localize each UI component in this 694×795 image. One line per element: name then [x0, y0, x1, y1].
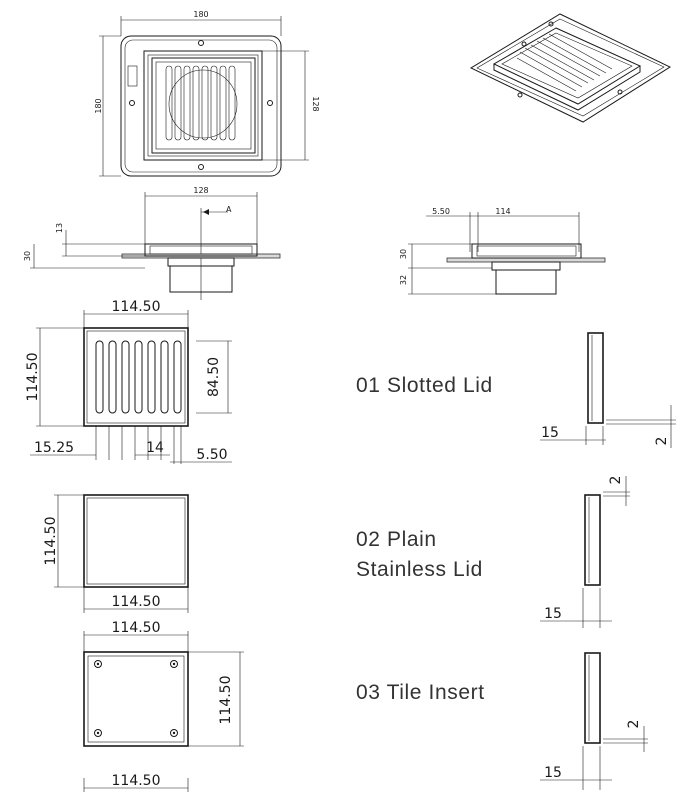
section-right-flange-dim: 5.50: [432, 207, 450, 216]
slotted-lid-margin-dim: 15.25: [34, 440, 74, 456]
top-plan-inner-dim: 128: [311, 96, 320, 111]
plain-lid-label-line1: 02 Plain: [356, 528, 437, 551]
section-left-height-dim-a: 13: [55, 223, 64, 233]
tile-insert-profile-width-dim: 15: [544, 765, 562, 781]
section-right-width-dim: 114: [495, 207, 510, 216]
slotted-lid-slots: [95, 340, 182, 414]
section-right-height-dim-b: 32: [399, 275, 408, 285]
top-plan-width-dim: 180: [193, 10, 208, 19]
slotted-lid-slot-height-dim: 84.50: [206, 357, 222, 397]
plain-lid-label-line2: Stainless Lid: [356, 558, 483, 581]
section-left-view: 128 A 13 30: [23, 186, 281, 300]
slotted-lid-profile-gap-dim: 2: [654, 437, 670, 446]
slotted-lid-slot-pitch-dim: 14: [146, 440, 164, 456]
section-left-width-dim: 128: [193, 186, 208, 195]
isometric-view: [469, 13, 672, 123]
tile-insert-profile: 15 2: [540, 652, 648, 790]
slotted-lid-plan: 114.50 114.50 84.50 15.25 14 5.50: [25, 299, 232, 464]
tile-insert-label: 03 Tile Insert: [356, 681, 485, 704]
top-plan-slots: [165, 65, 238, 141]
slotted-lid-profile: 15 2: [540, 332, 676, 448]
top-plan-view: 180 180 128: [94, 10, 320, 177]
plain-lid-height-dim: 114.50: [43, 517, 59, 566]
slotted-lid-profile-width-dim: 15: [541, 425, 559, 441]
section-right-height-dim-a: 30: [399, 249, 408, 259]
tile-insert-plan: 114.50 114.50 114.50: [83, 620, 244, 792]
slotted-lid-height-dim: 114.50: [25, 353, 41, 402]
plain-lid-width-dim: 114.50: [112, 594, 161, 610]
isometric-slots: [516, 33, 613, 92]
tile-insert-width-dim-bottom: 114.50: [112, 773, 161, 789]
slotted-lid-edge-dim: 5.50: [196, 447, 227, 463]
slotted-lid-width-dim: 114.50: [112, 299, 161, 315]
tile-insert-fixing-holes: [94, 660, 178, 737]
top-plan-height-dim: 180: [94, 98, 103, 113]
section-left-mark: A: [226, 205, 232, 214]
tile-insert-profile-gap-dim: 2: [626, 720, 642, 729]
tile-insert-width-dim-top: 114.50: [112, 620, 161, 636]
section-left-height-dim-b: 30: [23, 251, 32, 261]
section-right-view: 5.50 114 30 32: [399, 207, 606, 295]
tile-insert-height-dim: 114.50: [218, 676, 234, 725]
slotted-lid-label: 01 Slotted Lid: [356, 374, 493, 397]
plain-lid-profile-width-dim: 15: [544, 606, 562, 622]
plain-lid-profile-gap-dim: 2: [608, 476, 624, 485]
plain-lid-plan: 114.50 114.50: [43, 494, 189, 613]
plain-lid-profile: 15 2: [540, 476, 630, 628]
